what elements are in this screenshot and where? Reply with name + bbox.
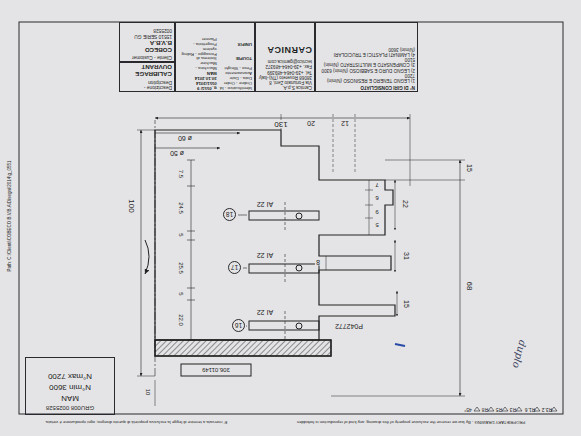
dimension: ø 50	[169, 150, 185, 157]
cell-text: GRU008 0025528	[29, 404, 111, 411]
callout-circle: 16	[232, 319, 245, 332]
cell-text: Avanzamento	[219, 70, 252, 75]
part-code: 306.01149	[201, 367, 231, 373]
dimension: 22	[402, 199, 409, 209]
note: R5	[496, 407, 502, 412]
note: E' riservata a termine di legge la esclu…	[45, 420, 227, 424]
cell-text: Carnica S.p.A.	[258, 85, 312, 90]
cell-text: N°min 3600	[29, 382, 111, 391]
dimension: 6	[374, 195, 379, 201]
cell-text: 3) COMPENSATO E MULTISTRATO (N/min) 5100	[318, 57, 415, 67]
cell-text: CARNICA	[258, 45, 312, 55]
dimension: 7.5	[178, 169, 184, 179]
cell-text: Fax. +39-0464-489372	[258, 64, 312, 69]
cell-text: 0551/2014	[178, 80, 217, 85]
cell-text: Ordine - Order	[219, 80, 252, 85]
dimension: 5	[178, 291, 184, 296]
cell-text: 1) LEGNO TENERO E RESINOSO (N/min) 7200	[318, 73, 415, 83]
part-code: AI 22	[256, 309, 274, 316]
title-block-cell: GRU008 0025528 MAN N°min 3600 N°max 7200	[25, 357, 115, 415]
dimension: 10	[145, 388, 151, 397]
cell-text: MAN	[29, 393, 111, 402]
note: R3	[510, 407, 516, 412]
dimension: 7	[374, 182, 379, 188]
dimension: 25.5	[178, 261, 184, 275]
dimension: 100	[127, 198, 135, 213]
cell-text: Peso - Weight	[219, 60, 252, 70]
cell-text: Data - Date	[219, 75, 252, 80]
cell-text: tecnico@garnica.com	[258, 59, 312, 64]
dimension: 9	[374, 209, 379, 215]
note: R3.2	[542, 407, 553, 412]
cell-text: 30.10.2014	[178, 75, 217, 80]
cell-text: N° DI GIRI CONSIGLIATO	[318, 85, 415, 90]
cell-text: Identificativo - Id.	[219, 85, 252, 90]
dimension: 31	[403, 251, 410, 261]
dimension: 20	[306, 120, 316, 127]
note: R8	[482, 407, 488, 412]
cell-text: 15510 SERIE GU 0025528	[122, 28, 172, 39]
callout-circle: 17	[228, 261, 241, 274]
dimension: 5	[374, 222, 379, 228]
title-block-cell: Identificativo - Id.g_0551/ 9Ordine - Or…	[175, 22, 255, 92]
callout-number: 18	[226, 211, 233, 218]
dimension: 22.0	[178, 313, 184, 327]
cell-text: 2) LEGNO DURO E SABBIOSO (N/min) 6300	[318, 67, 415, 72]
cell-text: g_0551/ 9	[178, 85, 217, 90]
cell-text: 38068 Rovereto (TN)-Italy	[258, 75, 312, 80]
cell-text: UNIFIX	[219, 36, 252, 46]
cell-text: Tel. +39-0464-489399	[258, 69, 312, 74]
dimension: ø 60	[177, 135, 193, 142]
cell-text: Cliente - Customer	[122, 55, 172, 60]
cell-text: N°max 7200	[29, 371, 111, 380]
callout-circle: 18	[223, 208, 236, 221]
cell-text: Descrizione - Description	[122, 79, 172, 90]
title-block-cell: Carnica S.p.A.Via Fortunato Zeni, 838068…	[255, 22, 315, 92]
dimension: 68	[465, 281, 473, 292]
dimension: 15	[403, 299, 410, 309]
title-block-cell: Descrizione - Description CALIBRAGE OUVRA…	[119, 62, 175, 92]
cell-text: 4) LAMINATI PLASTICI E TRUCIOLARI (N/min…	[318, 47, 415, 57]
dimension: 130	[273, 120, 288, 128]
cell-text: Via Fortunato Zeni, 8	[258, 80, 312, 85]
dimension: 5	[178, 232, 184, 237]
title-block-cell: N° DI GIRI CONSIGLIATO 1) LEGNO TENERO E …	[315, 22, 418, 92]
callout-number: 17	[231, 264, 238, 271]
note: Path: C:\Clienti\COBECO B.V.B.A\Disegni\…	[8, 160, 13, 271]
cell-text: Sistema di Fissaggio - Riding system	[178, 46, 217, 61]
dimension: 8	[315, 259, 321, 266]
cell-text: TOUPIE	[219, 46, 252, 61]
cell-text: MAN	[178, 70, 217, 75]
note: PROPRIETARY DRAWING - By law we reserve …	[297, 420, 525, 424]
cell-text: Progettista - Planner	[178, 36, 217, 46]
part-code: AI 22	[256, 201, 274, 208]
dimension: 15	[466, 163, 473, 173]
part-code: P042772	[334, 323, 364, 330]
dimension: 24.5	[178, 201, 184, 215]
title-block-cell: Cliente - Customer COBECO B.V.B.A15510 SE…	[119, 22, 175, 62]
cell-text: Macchina - Machine	[178, 60, 217, 70]
cell-text: CALIBRAGE OUVRANT	[122, 63, 172, 77]
note: R1.6	[525, 407, 536, 412]
dimension: 12	[340, 120, 350, 127]
callout-number: 16	[235, 322, 242, 329]
part-code: AI 22	[256, 252, 274, 259]
note: 45°	[464, 407, 472, 412]
cell-text: COBECO B.V.B.A	[122, 39, 172, 53]
